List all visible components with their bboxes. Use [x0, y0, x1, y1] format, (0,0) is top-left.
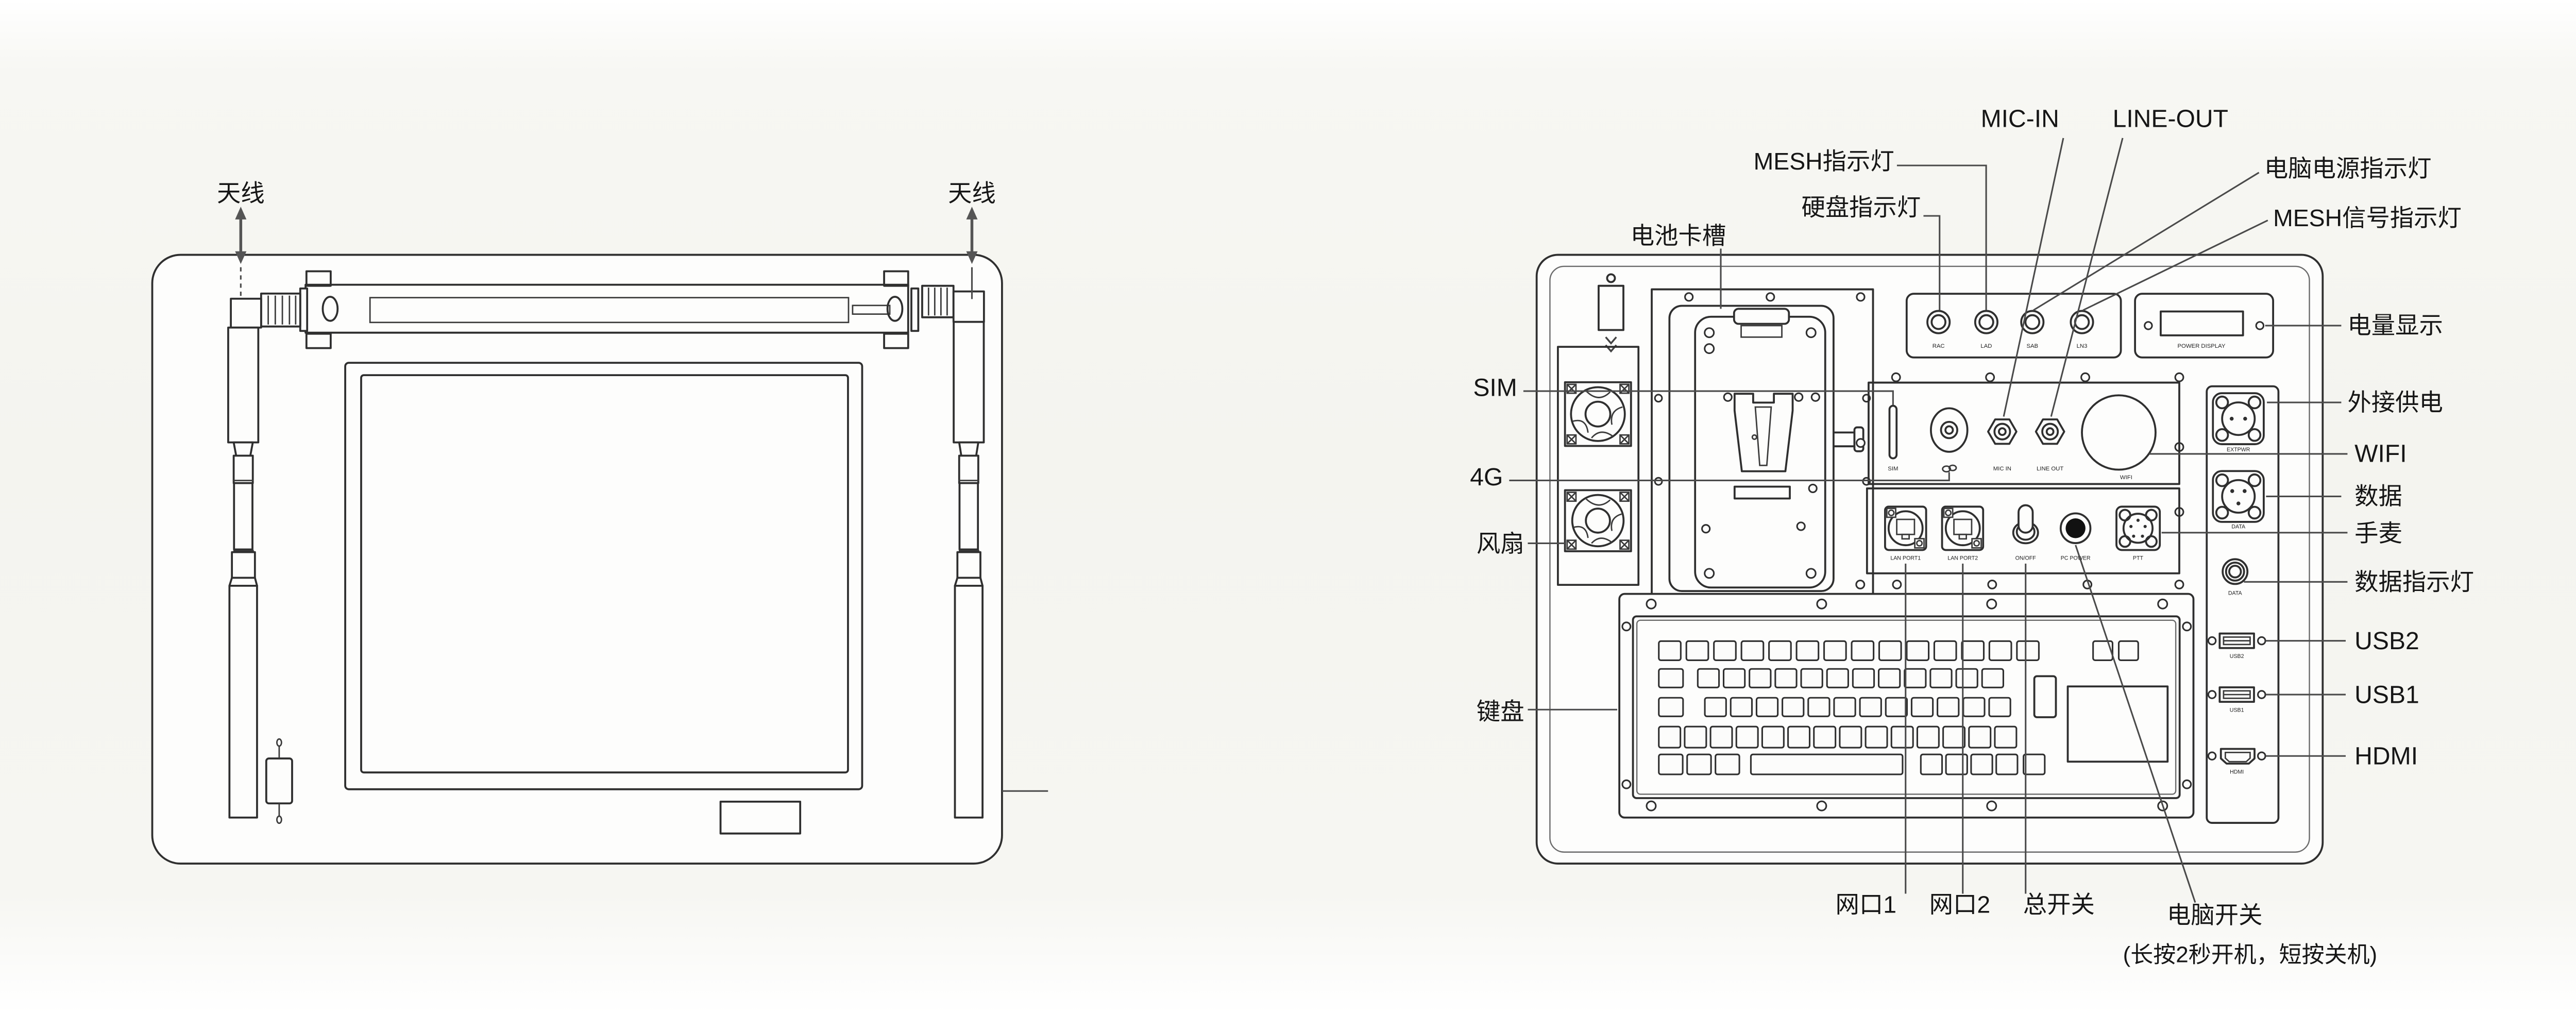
sim-label: SIM — [1473, 374, 1517, 402]
usb2-label: USB2 — [2354, 627, 2419, 655]
hdd-indicator-label: 硬盘指示灯 — [1801, 194, 1921, 221]
main-switch-label: 总开关 — [2023, 891, 2095, 918]
external-power-port: EXTPWR — [2212, 392, 2265, 453]
updown-arrow-icon — [966, 207, 978, 264]
data-indicator-led: DATA — [2222, 558, 2249, 597]
usb1-label: USB1 — [2354, 681, 2419, 709]
pc-switch-silk: PC POWER — [2061, 555, 2091, 561]
panel-screws — [1855, 372, 2184, 589]
pc-power-button: PC POWER — [2059, 512, 2092, 561]
hdmi-port: HDMI — [2207, 748, 2266, 775]
antenna-label-right: 天线 — [948, 180, 996, 207]
4g-antenna-port — [1929, 407, 1969, 473]
hdmi-label: HDMI — [2354, 742, 2418, 770]
led3-silk: SAB — [2026, 343, 2038, 349]
pc-switch-label: 电脑开关 — [2167, 902, 2262, 928]
screen — [344, 362, 863, 790]
lan-port-2: LAN PORT2 — [1941, 505, 1985, 561]
mic-in-label: MIC-IN — [1981, 105, 2059, 133]
mic-in-silk: MIC IN — [1993, 466, 2011, 472]
led4-silk: LN3 — [2077, 343, 2088, 349]
ext-power-silk: EXTPWR — [2227, 447, 2250, 453]
fan-assembly — [1556, 346, 1640, 586]
hdmi-silk: HDMI — [2230, 769, 2244, 775]
line-out-port: LINE OUT — [2035, 418, 2065, 472]
usb2-silk: USB2 — [2230, 653, 2244, 660]
fan-label: 风扇 — [1477, 530, 1524, 557]
radio-panel: SIM MIC IN LINE OUT — [1868, 381, 2180, 485]
main-switch-silk: ON/OFF — [2015, 555, 2037, 561]
4g-label: 4G — [1470, 463, 1503, 491]
battery-slot-label: 电池卡槽 — [1631, 222, 1726, 249]
updown-arrow-icon — [235, 207, 247, 264]
led-panel: RAC LAD SAB LN3 — [1905, 293, 2122, 359]
usb1-silk: USB1 — [2230, 707, 2244, 713]
led1-silk: RAC — [1933, 343, 1945, 349]
lan2-silk: LAN PORT2 — [1947, 555, 1978, 561]
name-plate — [719, 800, 802, 835]
mic-in-port: MIC IN — [1987, 418, 2018, 472]
data-port: DATA — [2212, 470, 2265, 530]
line-out-silk: LINE OUT — [2037, 466, 2063, 472]
mesh-led — [1926, 310, 1951, 334]
antenna-label-left: 天线 — [217, 180, 265, 207]
led2-silk: LAD — [1980, 343, 1992, 349]
lan-port-1: LAN PORT1 — [1884, 505, 1927, 561]
leader-lines — [1509, 138, 2348, 903]
side-latch — [265, 738, 293, 824]
data-indicator-label: 数据指示灯 — [2354, 568, 2474, 595]
display-silk: POWER DISPLAY — [2177, 343, 2225, 349]
antenna-rail — [304, 283, 909, 334]
pc-power-led — [2020, 310, 2045, 334]
mesh-signal-indicator-label: MESH信号指示灯 — [2273, 205, 2462, 231]
mesh-indicator-label: MESH指示灯 — [1754, 148, 1894, 175]
connector-panel: LAN PORT1 LAN PORT2 ON/OFF PC POWER — [1866, 487, 2180, 574]
ptt-hand-mic-port: PTT — [2115, 505, 2161, 561]
mount-blocks — [305, 270, 909, 349]
battery-slot — [1651, 288, 1874, 612]
right-antenna — [910, 284, 985, 819]
usb2-port: USB2 — [2207, 632, 2266, 660]
keyboard-label: 键盘 — [1477, 698, 1524, 725]
fan-1 — [1564, 381, 1632, 447]
wifi-port-silk: WIFI — [2120, 475, 2132, 481]
keyboard-keys — [1658, 640, 2139, 775]
lan1-silk: LAN PORT1 — [1890, 555, 1921, 561]
right-connector-column: EXTPWR DATA DATA USB2 — [2206, 385, 2280, 824]
lan2-label: 网口2 — [1929, 891, 1991, 918]
sim-silk: SIM — [1888, 466, 1898, 472]
data-led-silk: DATA — [2228, 590, 2243, 597]
wifi-label: WIFI — [2354, 440, 2406, 467]
antenna-mark-icon — [1942, 464, 1957, 473]
line-out-label: LINE-OUT — [2113, 105, 2228, 133]
data-port-silk: DATA — [2231, 524, 2246, 530]
fan-2 — [1564, 489, 1632, 552]
rear-view: RAC LAD SAB LN3 POWER DISPLAY SIM — [1470, 105, 2474, 968]
hdd-led — [1974, 310, 1998, 334]
pc-switch-note: (长按2秒开机，短按关机) — [2123, 942, 2378, 968]
wifi-antenna-port: WIFI — [2081, 394, 2157, 481]
sim-slot — [1888, 404, 1898, 460]
front-body — [151, 254, 1003, 865]
enter-key — [2033, 675, 2057, 718]
front-view: 天线 天线 — [151, 180, 1048, 865]
data-label: 数据 — [2354, 483, 2402, 510]
usb1-port: USB1 — [2207, 686, 2266, 713]
hand-mic-label: 手麦 — [2354, 520, 2402, 547]
external-power-label: 外接供电 — [2347, 389, 2443, 416]
battery-display-panel: POWER DISPLAY — [2134, 293, 2275, 359]
pc-power-indicator-label: 电脑电源指示灯 — [2264, 155, 2432, 182]
ptt-silk: PTT — [2133, 555, 2144, 561]
left-antenna — [227, 287, 309, 819]
battery-display-label: 电量显示 — [2347, 312, 2443, 339]
trackpad — [2066, 685, 2169, 763]
lan1-label: 网口1 — [1836, 891, 1897, 918]
main-switch-toggle: ON/OFF — [2012, 504, 2039, 561]
